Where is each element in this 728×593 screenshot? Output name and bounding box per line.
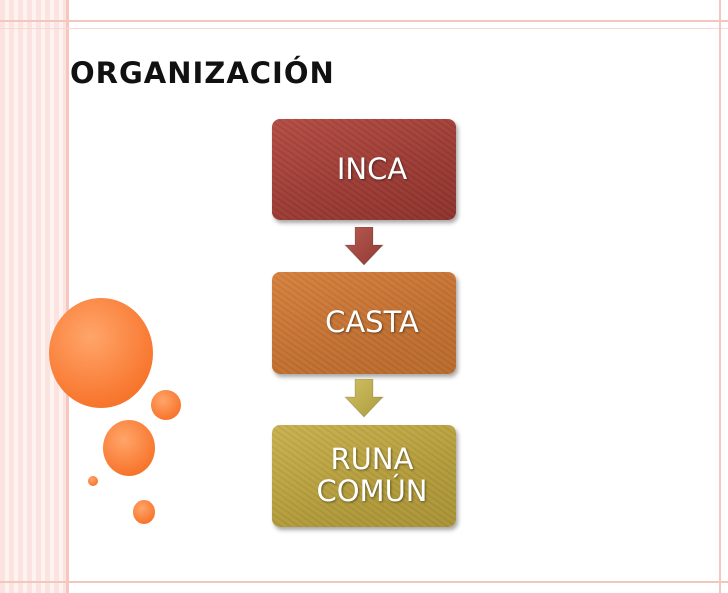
left-stripe-border <box>66 0 69 593</box>
top-border-line <box>0 20 728 22</box>
orange-circle-medium <box>103 420 155 476</box>
down-arrow-icon <box>344 379 384 418</box>
down-arrow-icon <box>344 227 384 266</box>
node-inca-label: INCA <box>336 151 408 186</box>
right-border-line <box>719 0 721 593</box>
orange-circle-small-right <box>151 390 181 420</box>
node-casta-label: CASTA <box>325 305 419 340</box>
node-runa-comun-label: RUNA COMÚN <box>316 442 428 508</box>
orange-circle-large <box>49 298 153 408</box>
slide-title: ORGANIZACIÓN <box>70 56 335 90</box>
orange-circle-tiny <box>88 476 98 486</box>
top-border-line-thin <box>0 28 728 29</box>
bottom-border-line <box>0 581 728 583</box>
node-casta: CASTA <box>272 272 456 374</box>
left-stripe-decoration <box>0 0 66 593</box>
orange-circle-small-bottom <box>133 500 155 524</box>
node-runa-comun: RUNA COMÚN <box>272 425 456 527</box>
node-inca: INCA <box>272 119 456 220</box>
